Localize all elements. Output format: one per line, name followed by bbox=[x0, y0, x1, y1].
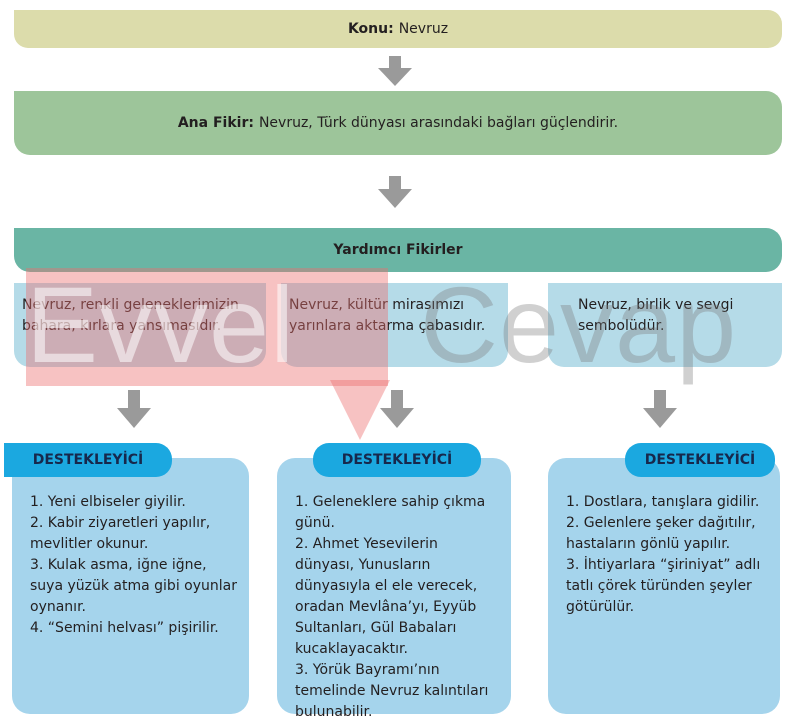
main-idea-box: Ana Fikir: Nevruz, Türk dünyası arasında… bbox=[14, 91, 782, 155]
list-item: 2. Kabir ziyaretleri yapılır, mevlitler … bbox=[30, 515, 211, 552]
supporting-ideas-header: Yardımcı Fikirler bbox=[14, 228, 782, 272]
topic-label: Konu: bbox=[347, 21, 394, 37]
support-tab-1: DESTEKLEYİCİ bbox=[4, 443, 172, 477]
list-item: 1. Geleneklere sahip çıkma günü. bbox=[295, 494, 486, 531]
main-idea-value: Nevruz, Türk dünyası arasındaki bağları … bbox=[258, 115, 619, 131]
down-arrow-icon bbox=[378, 56, 412, 86]
supporting-idea-1: Nevruz, renkli geleneklerimizin bahara, … bbox=[14, 283, 266, 367]
topic-value: Nevruz bbox=[398, 21, 449, 37]
support-column-1: 1. Yeni elbiseler giyilir. 2. Kabir ziya… bbox=[12, 458, 249, 714]
down-arrow-icon bbox=[117, 390, 151, 428]
list-item: 1. Yeni elbiseler giyilir. bbox=[30, 494, 186, 510]
support-tab-2: DESTEKLEYİCİ bbox=[313, 443, 481, 477]
list-item: 4. “Semini helvası” pişirilir. bbox=[30, 620, 219, 636]
list-item: 3. Yörük Bayramı’nın temelinde Nevruz ka… bbox=[295, 662, 489, 720]
down-arrow-icon bbox=[380, 390, 414, 428]
down-arrow-icon bbox=[643, 390, 677, 428]
list-item: 2. Gelenlere şeker dağıtılır, hastaların… bbox=[566, 515, 756, 552]
support-column-3: 1. Dostlara, tanışlara gidilir. 2. Gelen… bbox=[548, 458, 780, 714]
support-column-2: 1. Geleneklere sahip çıkma günü. 2. Ahme… bbox=[277, 458, 511, 720]
watermark-tail bbox=[330, 380, 390, 440]
list-item: 2. Ahmet Yesevilerin dünyası, Yunusların… bbox=[295, 536, 478, 657]
supporting-idea-2: Nevruz, kültür mirasımızı yarınlara akta… bbox=[281, 283, 508, 367]
list-item: 3. Kulak asma, iğne iğne, suya yüzük atm… bbox=[30, 557, 237, 615]
supporting-idea-3: Nevruz, birlik ve sevgi sembolüdür. bbox=[548, 283, 782, 367]
main-idea-label: Ana Fikir: bbox=[177, 115, 254, 131]
list-item: 3. İhtiyarlara “şiriniyat” adlı tatlı çö… bbox=[566, 557, 761, 615]
topic-box: Konu: Nevruz bbox=[14, 10, 782, 48]
watermark-backdrop bbox=[26, 268, 388, 386]
list-item: 1. Dostlara, tanışlara gidilir. bbox=[566, 494, 760, 510]
support-tab-3: DESTEKLEYİCİ bbox=[625, 443, 775, 477]
down-arrow-icon bbox=[378, 176, 412, 208]
